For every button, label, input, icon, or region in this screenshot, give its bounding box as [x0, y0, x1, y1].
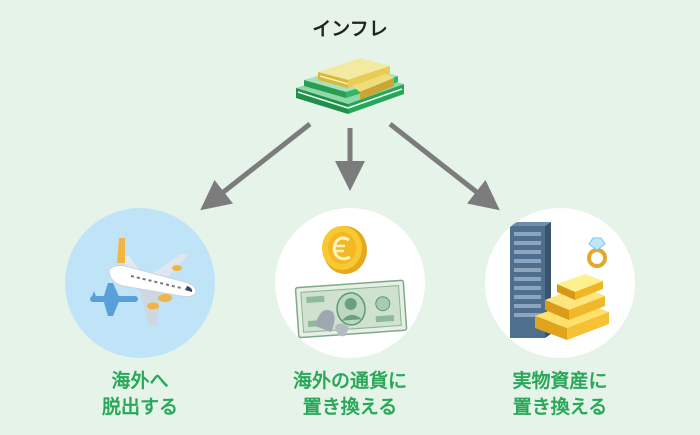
option-circle-abroad: [65, 208, 215, 358]
caption-abroad-line2: 脱出する: [101, 396, 178, 418]
caption-abroad-line1: 海外へ: [111, 370, 169, 392]
caption-real-assets: 実物資産に 置き換える: [450, 368, 670, 420]
option-circle-foreign-currency: [275, 208, 425, 358]
caption-foreign-currency-line2: 置き換える: [302, 396, 398, 418]
airplane-icon: [90, 238, 197, 326]
caption-real-assets-line2: 置き換える: [512, 396, 608, 418]
currency-coin-banknote-icon: [294, 226, 408, 339]
money-stack-icon: [296, 58, 404, 114]
option-circle-real-assets: [485, 208, 635, 358]
caption-abroad: 海外へ 脱出する: [30, 368, 250, 420]
building-gold-ring-icon: [510, 222, 609, 340]
diagram-title: インフレ: [312, 18, 388, 40]
caption-foreign-currency-line1: 海外の通貨に: [292, 370, 407, 392]
arrow-left: [200, 122, 312, 211]
caption-foreign-currency: 海外の通貨に 置き換える: [240, 368, 460, 420]
caption-real-assets-line1: 実物資産に: [512, 370, 608, 392]
arrow-right: [388, 122, 500, 211]
